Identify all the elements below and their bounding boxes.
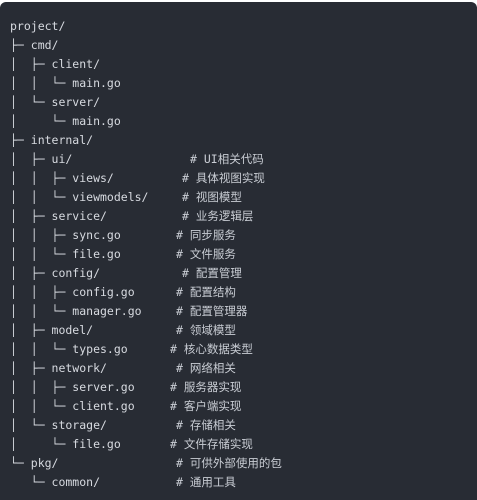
tree-line-3: │ │ └─ main.go: [10, 74, 148, 93]
tree-path: │ ├─ service/: [10, 209, 107, 223]
tree-line-7: │ ├─ ui/ # UI相关代码: [10, 150, 264, 169]
tree-line-21: │ └─ storage/ # 存储相关: [10, 416, 236, 435]
tree-path: │ │ ├─ server.go: [10, 380, 135, 394]
tree-path: │ │ └─ types.go: [10, 342, 128, 356]
tree-path: │ ├─ network/: [10, 361, 107, 375]
tree-comment: # 通用工具: [176, 475, 236, 489]
tree-line-11: │ │ ├─ sync.go # 同步服务: [10, 226, 236, 245]
tree-line-24: └─ common/ # 通用工具: [10, 473, 236, 492]
tree-path: │ └─ server/: [10, 95, 101, 109]
tree-line-2: │ ├─ client/: [10, 55, 148, 74]
tree-line-14: │ │ ├─ config.go # 配置结构: [10, 283, 236, 302]
tree-comment: # 存储相关: [176, 418, 236, 432]
tree-comment: # UI相关代码: [190, 152, 264, 166]
tree-line-1: ├─ cmd/: [10, 36, 148, 55]
tree-comment: # 领域模型: [176, 323, 236, 337]
tree-comment: # 具体视图实现: [182, 171, 265, 185]
tree-line-15: │ │ └─ manager.go # 配置管理器: [10, 302, 247, 321]
tree-line-17: │ │ └─ types.go # 核心数据类型: [10, 340, 253, 359]
tree-path: │ └─ storage/: [10, 418, 107, 432]
tree-line-6: ├─ internal/: [10, 131, 148, 150]
tree-line-12: │ │ └─ file.go # 文件服务: [10, 245, 236, 264]
tree-comment: # 配置管理: [182, 266, 242, 280]
tree-line-5: │ └─ main.go: [10, 112, 148, 131]
tree-line-16: │ ├─ model/ # 领域模型: [10, 321, 236, 340]
tree-path: │ └─ file.go: [10, 437, 121, 451]
tree-path: │ │ └─ viewmodels/: [10, 190, 149, 204]
tree-comment: # 服务器实现: [170, 380, 242, 394]
tree-comment: # 文件存储实现: [170, 437, 253, 451]
tree-comment: # 同步服务: [176, 228, 236, 242]
tree-line-0: project/: [10, 17, 148, 36]
tree-line-13: │ ├─ config/ # 配置管理: [10, 264, 242, 283]
tree-path: │ ├─ config/: [10, 266, 101, 280]
tree-line-8: │ │ ├─ views/ # 具体视图实现: [10, 169, 265, 188]
tree-path: │ │ └─ manager.go: [10, 304, 142, 318]
tree-line-4: │ └─ server/: [10, 93, 148, 112]
tree-comment: # 配置结构: [176, 285, 236, 299]
tree-comment: # 核心数据类型: [170, 342, 253, 356]
tree-line-9: │ │ └─ viewmodels/ # 视图模型: [10, 188, 242, 207]
tree-path: │ │ └─ main.go: [10, 76, 121, 90]
tree-line-20: │ │ └─ client.go # 客户端实现: [10, 397, 241, 416]
tree-comment: # 客户端实现: [170, 399, 242, 413]
tree-path: │ ├─ client/: [10, 57, 101, 71]
tree-path: │ │ └─ client.go: [10, 399, 135, 413]
tree-path: project/: [10, 19, 66, 33]
tree-path: └─ common/: [10, 475, 101, 489]
tree-line-18: │ ├─ network/ # 网络相关: [10, 359, 236, 378]
tree-comment: # 可供外部使用的包: [176, 456, 282, 470]
tree-path: │ ├─ ui/: [10, 152, 73, 166]
tree-path: │ │ ├─ config.go: [10, 285, 135, 299]
tree-line-19: │ │ ├─ server.go # 服务器实现: [10, 378, 241, 397]
tree-path: │ │ ├─ sync.go: [10, 228, 121, 242]
directory-tree: project/ ├─ cmd/ │ ├─ client/ │ │ └─ mai…: [10, 17, 282, 492]
tree-path: ├─ internal/: [10, 133, 94, 147]
tree-comment: # 业务逻辑层: [182, 209, 254, 223]
tree-path: ├─ cmd/: [10, 38, 59, 52]
tree-comment: # 文件服务: [176, 247, 236, 261]
tree-comment: # 网络相关: [176, 361, 236, 375]
tree-path: └─ pkg/: [10, 456, 59, 470]
tree-line-10: │ ├─ service/ # 业务逻辑层: [10, 207, 253, 226]
tree-path: │ │ ├─ views/: [10, 171, 114, 185]
tree-line-23: └─ pkg/ # 可供外部使用的包: [10, 454, 282, 473]
tree-comment: # 配置管理器: [176, 304, 248, 318]
tree-path: │ ├─ model/: [10, 323, 94, 337]
tree-path: │ │ └─ file.go: [10, 247, 121, 261]
tree-path: │ └─ main.go: [10, 114, 121, 128]
tree-line-22: │ └─ file.go # 文件存储实现: [10, 435, 253, 454]
tree-comment: # 视图模型: [182, 190, 242, 204]
